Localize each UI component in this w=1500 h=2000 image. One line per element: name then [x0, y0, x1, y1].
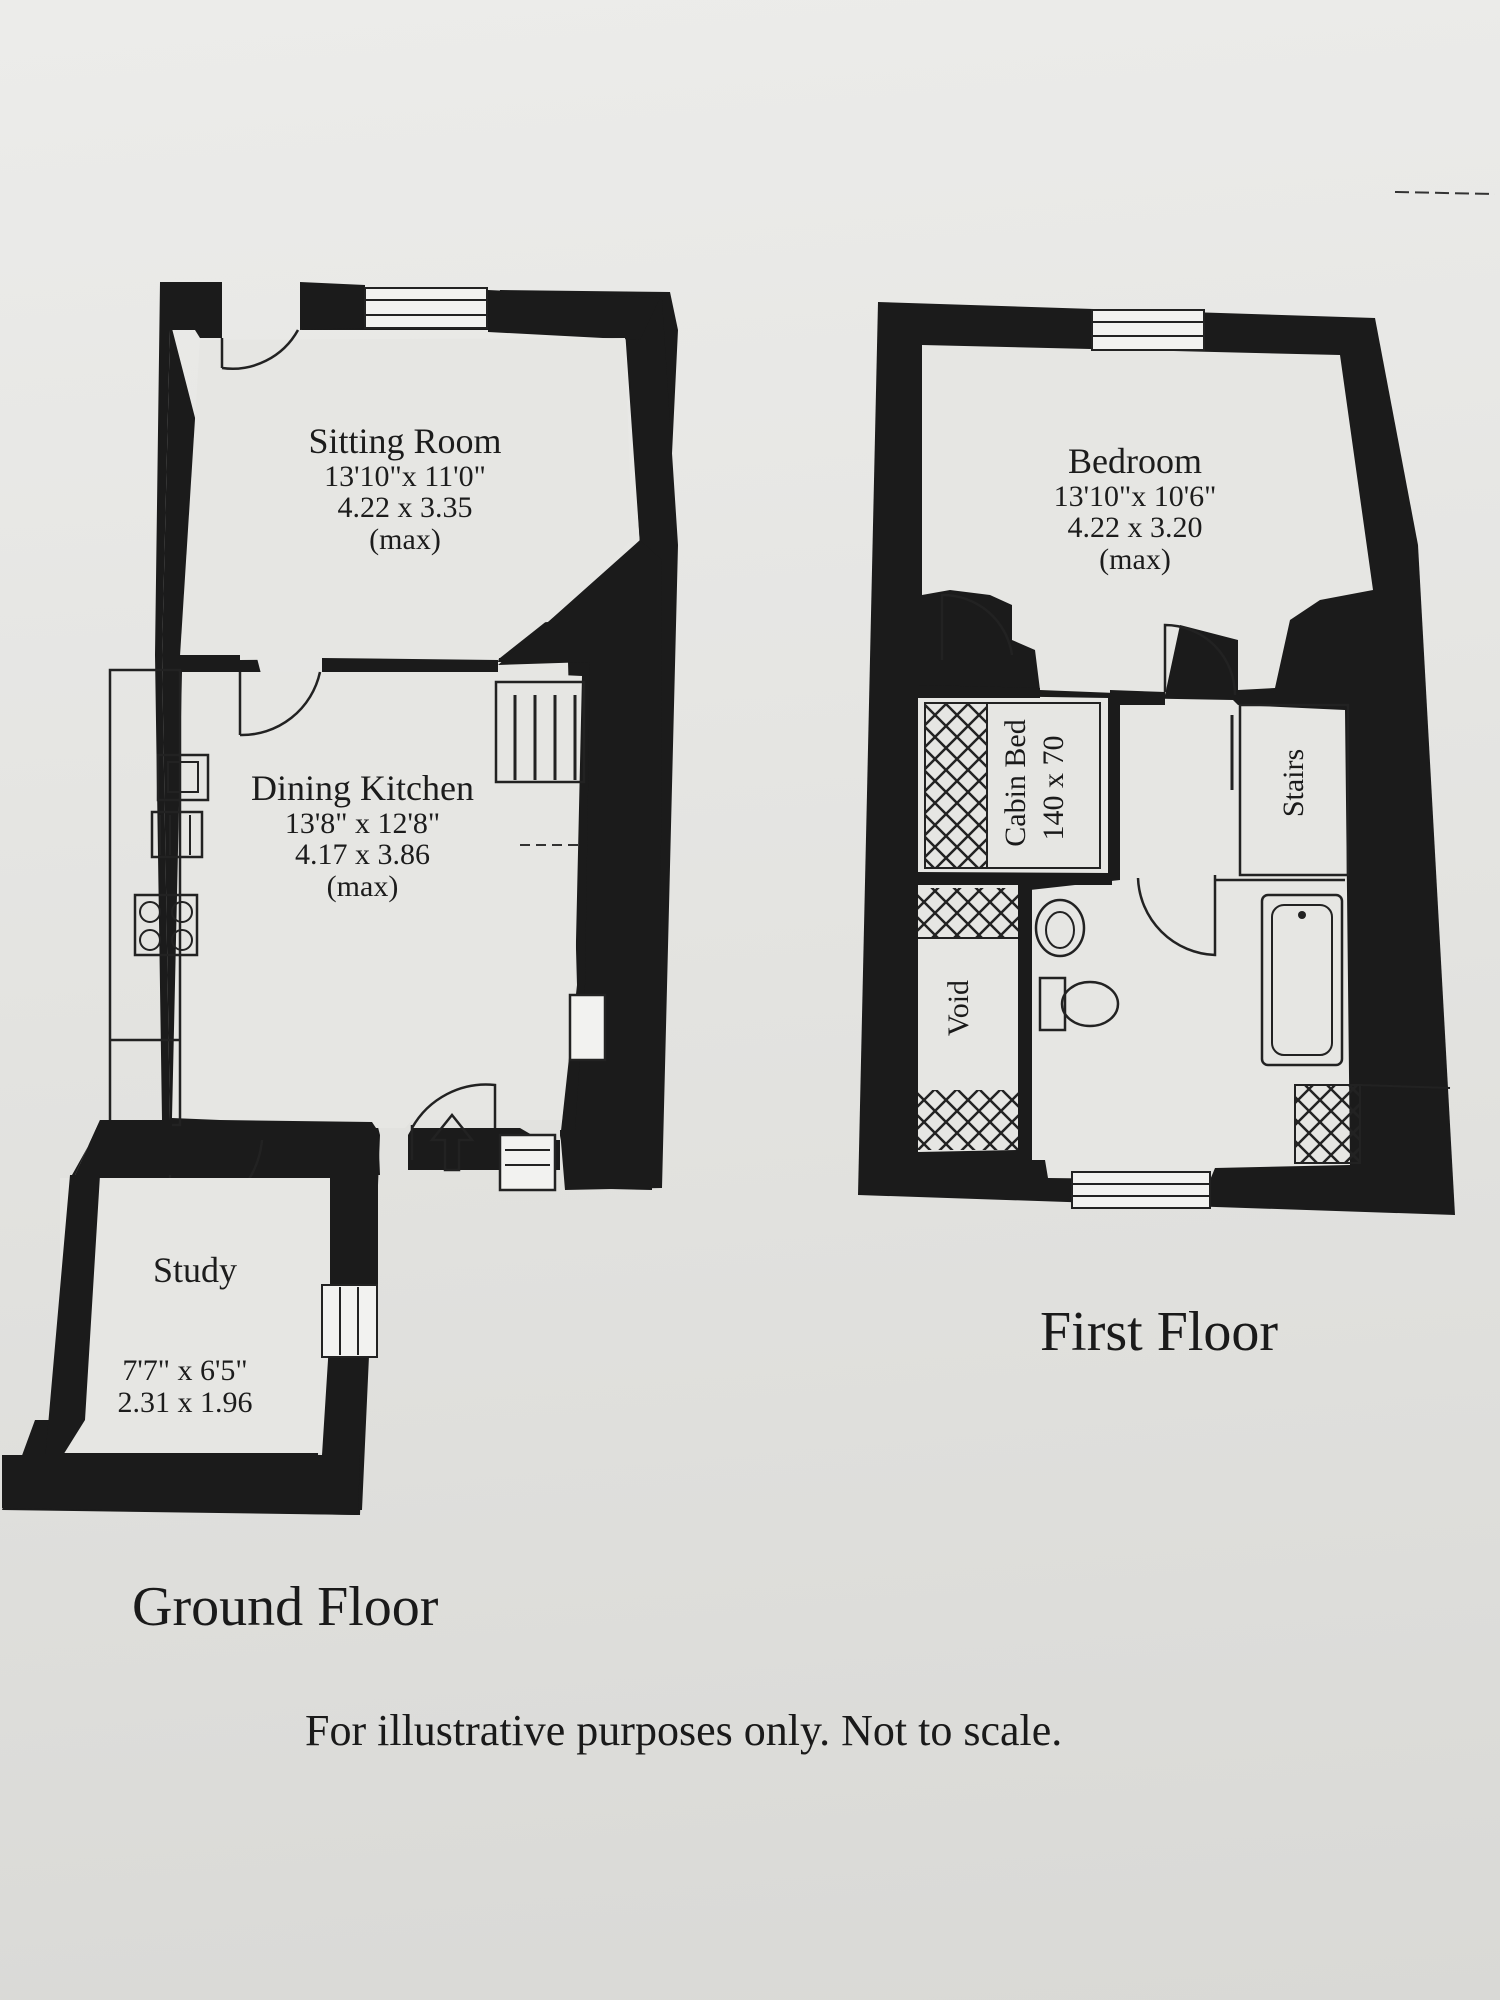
room-note: (max) — [1099, 542, 1171, 576]
sitting-room-label: Sitting Room 13'10"x 11'0" 4.22 x 3.35 (… — [290, 421, 520, 556]
kitchen-sink — [156, 753, 210, 802]
ff-door-bathroom — [1136, 875, 1217, 957]
void-hatch-bottom — [918, 1090, 1018, 1150]
ff-wall-bed-landing — [918, 685, 1040, 698]
ground-floor-plan — [2, 282, 678, 1515]
ff-window-top — [1091, 309, 1205, 351]
gf-stairs — [494, 680, 586, 784]
ff-door-bedroom — [1163, 623, 1237, 696]
cabin-bed-hatch — [924, 702, 988, 869]
room-note: (max) — [326, 869, 399, 903]
study-dims: 7'7" x 6'5" 2.31 x 1.96 — [65, 1355, 305, 1418]
sitting-room-floor — [180, 338, 632, 660]
study-floor — [60, 1178, 330, 1453]
gf-wall-sitting-kitchen-2 — [322, 658, 498, 672]
ff-window-bottom — [1071, 1171, 1211, 1209]
ground-floor-title: Ground Floor — [132, 1576, 439, 1638]
ff-wall-cabin-void — [918, 873, 1112, 885]
gf-wall-kitchen-study — [100, 1120, 172, 1175]
toilet-cistern — [1038, 976, 1067, 1032]
cabin-bed-size: 140 x 70 — [1037, 735, 1070, 841]
gf-door-sitting-kitchen — [238, 671, 322, 737]
bath — [1260, 893, 1344, 1067]
ff-wall-cabin-landing — [1108, 698, 1118, 878]
airing-cupboard-hatch — [1294, 1084, 1361, 1164]
basin — [1034, 898, 1086, 958]
kitchen-drainer — [150, 810, 204, 859]
ff-door-cabin — [940, 593, 1014, 660]
room-name: Bedroom — [1068, 441, 1202, 481]
gf-window-top — [364, 287, 488, 329]
first-floor-title: First Floor — [1040, 1301, 1279, 1363]
toilet-bowl — [1060, 980, 1120, 1028]
room-dim-imperial: 13'8" x 12'8" — [284, 806, 441, 840]
stairs-label: Stairs — [1277, 748, 1310, 818]
study-name: Study — [152, 1250, 238, 1290]
ff-wall-bed-landing-2 — [1110, 690, 1165, 705]
room-dim-metric: 4.17 x 3.86 — [295, 838, 430, 872]
room-name: Dining Kitchen — [251, 768, 474, 808]
ff-wall-void-bath — [1018, 880, 1032, 1178]
bedroom-label: Bedroom 13'10"x 10'6" 4.22 x 3.20 (max) — [1020, 441, 1250, 576]
landing-floor — [1030, 698, 1350, 1180]
study-window — [321, 1284, 378, 1358]
gf-study-left-wall — [45, 1175, 100, 1460]
dining-kitchen-label: Dining Kitchen 13'8" x 12'8" 4.17 x 3.86… — [225, 768, 500, 903]
kitchen-cupboard — [568, 993, 607, 1062]
room-dim-imperial: 13'10"x 10'6" — [1053, 479, 1217, 513]
kitchen-meter — [498, 1133, 557, 1192]
gf-door-sitting-entry — [220, 329, 300, 370]
gf-top-wall-left — [300, 282, 365, 330]
entrance-arrow-icon — [429, 1112, 475, 1172]
kitchen-hob — [133, 893, 199, 957]
cabin-bed-label: Cabin Bed — [999, 719, 1032, 847]
room-name: Sitting Room — [308, 421, 502, 461]
room-dim-metric: 4.22 x 3.35 — [337, 491, 473, 525]
disclaimer-text: For illustrative purposes only. Not to s… — [305, 1706, 1063, 1755]
void-hatch-top — [918, 888, 1018, 938]
room-dim-imperial: 13'10"x 11'0" — [324, 459, 486, 493]
gf-wall-kitchen-study-2 — [265, 1128, 380, 1175]
gf-front-door — [410, 1083, 497, 1160]
first-floor-plan — [858, 302, 1455, 1215]
gf-study-bottom-wall — [2, 1455, 360, 1515]
void-floor — [918, 885, 1018, 1152]
room-dim-metric: 4.22 x 3.20 — [1067, 511, 1203, 545]
room-dim-imperial: 7'7" x 6'5" — [122, 1354, 248, 1387]
room-dim-metric: 2.31 x 1.96 — [117, 1385, 253, 1419]
bedroom-floor — [922, 345, 1373, 695]
gf-wall-sitting-kitchen — [168, 655, 240, 672]
gf-top-wall-right — [488, 290, 660, 340]
void-label: Void — [942, 979, 975, 1037]
room-note: (max) — [369, 522, 441, 556]
ff-stairs — [1238, 703, 1350, 877]
gf-chimney-breast — [498, 540, 662, 1130]
kitchen-floor — [172, 672, 582, 1128]
page-mark — [1394, 191, 1496, 195]
